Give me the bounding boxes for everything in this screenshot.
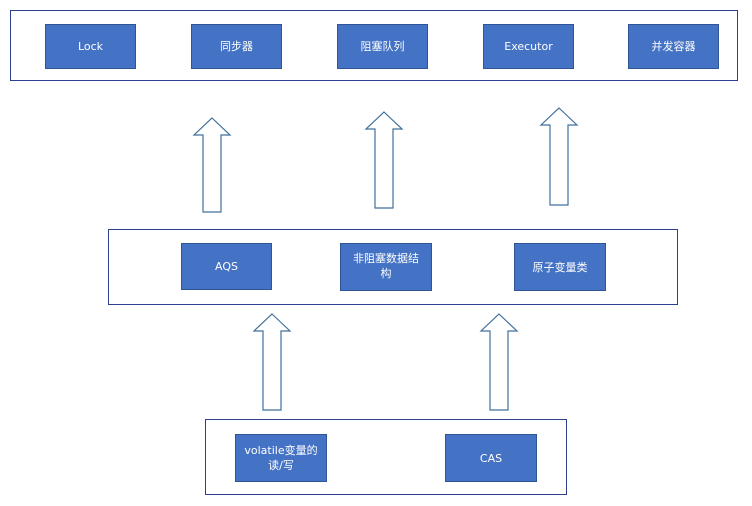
synchronizer-box: 同步器	[191, 24, 282, 69]
volatile-read-write-box: volatile变量的 读/写	[235, 434, 327, 482]
arrow-up-nonblocking-to-queue	[364, 111, 404, 209]
lock-box: Lock	[45, 24, 136, 69]
arrow-up-cas-to-middle	[479, 313, 519, 411]
arrow-up-aqs-to-synchronizer	[192, 117, 232, 213]
atomic-variable-class-box: 原子变量类	[514, 243, 606, 291]
aqs-box: AQS	[181, 243, 272, 290]
arrow-up-atomic-to-executor	[539, 107, 579, 206]
concurrent-container-box: 并发容器	[628, 24, 719, 69]
executor-box: Executor	[483, 24, 574, 69]
non-blocking-data-structure-box: 非阻塞数据结 构	[340, 243, 432, 291]
blocking-queue-box: 阻塞队列	[337, 24, 428, 69]
arrow-up-volatile-to-middle	[252, 313, 292, 411]
cas-box: CAS	[445, 434, 537, 482]
